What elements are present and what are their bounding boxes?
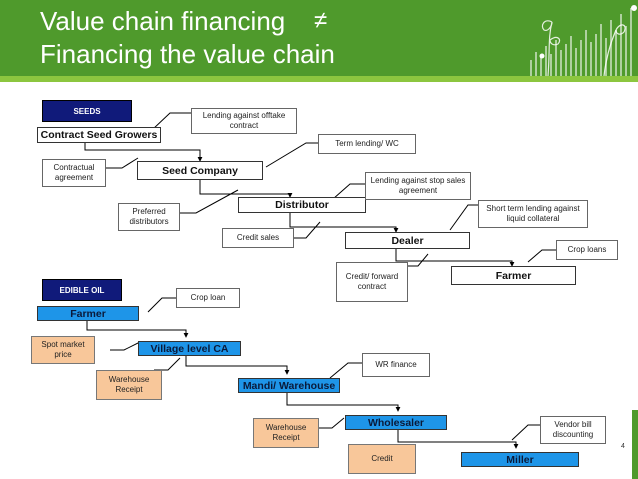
note-contractual-agreement: Contractual agreement — [42, 159, 106, 187]
node-farmer-oil: Farmer — [37, 306, 139, 321]
note-crop-loans: Crop loans — [556, 240, 618, 260]
note-lending-stop-sales: Lending against stop sales agreement — [365, 172, 471, 200]
note-lending-offtake: Lending against offtake contract — [191, 108, 297, 134]
note-preferred-distributors: Preferred distributors — [118, 203, 180, 231]
node-village-level-ca: Village level CA — [138, 341, 241, 356]
right-accent-bar — [632, 410, 638, 479]
note-short-term-lending: Short term lending against liquid collat… — [478, 200, 588, 228]
plant-decoration-icon — [530, 5, 637, 76]
header-accent-band — [0, 76, 638, 82]
note-credit: Credit — [348, 444, 416, 474]
note-warehouse-receipt-2: Warehouse Receipt — [253, 418, 319, 448]
node-seed-company: Seed Company — [137, 161, 263, 180]
node-distributor: Distributor — [238, 197, 366, 213]
seeds-tag: SEEDS — [42, 100, 132, 122]
node-mandi-warehouse: Mandi/ Warehouse — [238, 378, 340, 393]
node-farmer-seeds: Farmer — [451, 266, 576, 285]
not-equal-sign: ≠ — [314, 7, 328, 34]
node-contract-seed-growers: Contract Seed Growers — [37, 127, 161, 143]
title-line-2: Financing the value chain — [40, 39, 335, 69]
note-vendor-bill-discounting: Vendor bill discounting — [540, 416, 606, 444]
edible-oil-tag: EDIBLE OIL — [42, 279, 122, 301]
note-credit-sales: Credit sales — [222, 228, 294, 248]
node-dealer: Dealer — [345, 232, 470, 249]
note-credit-forward-contract: Credit/ forward contract — [336, 262, 408, 302]
page-number: 4 — [621, 443, 625, 450]
note-spot-market-price: Spot market price — [31, 336, 95, 364]
note-term-lending: Term lending/ WC — [318, 134, 416, 154]
note-crop-loan: Crop loan — [176, 288, 240, 308]
note-wr-finance: WR finance — [362, 353, 430, 377]
note-warehouse-receipt-1: Warehouse Receipt — [96, 370, 162, 400]
title-line-1: Value chain financing — [40, 6, 286, 36]
node-miller: Miller — [461, 452, 579, 467]
node-wholesaler: Wholesaler — [345, 415, 447, 430]
